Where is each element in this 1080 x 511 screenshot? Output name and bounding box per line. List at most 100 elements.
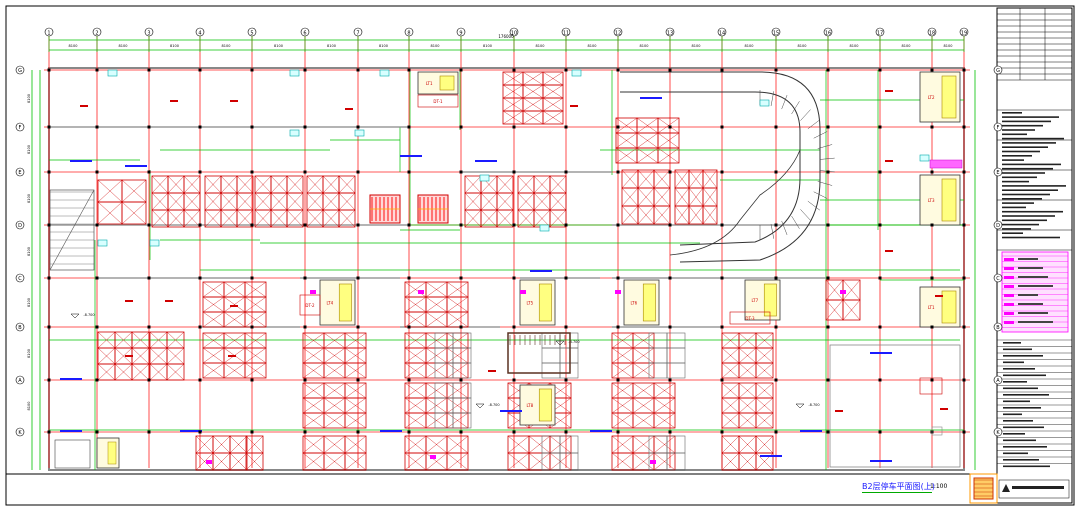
column-marker bbox=[930, 223, 934, 227]
stall-diagonal bbox=[149, 331, 168, 349]
column-marker bbox=[962, 170, 966, 174]
stall-diagonal bbox=[404, 412, 427, 429]
drawing-title-underline bbox=[862, 492, 932, 493]
stall-diagonal bbox=[446, 332, 469, 349]
grid-bubble-right bbox=[993, 122, 1003, 132]
column-marker bbox=[878, 325, 882, 329]
parking-stall bbox=[446, 311, 469, 328]
grid-label-right: B bbox=[996, 325, 1000, 331]
column-marker bbox=[826, 223, 830, 227]
column-marker bbox=[774, 325, 778, 329]
column-marker bbox=[147, 378, 151, 382]
column-marker bbox=[878, 378, 882, 382]
stall-diagonal bbox=[688, 205, 704, 225]
grid-label-top: 1 bbox=[47, 31, 50, 37]
room-number-mark bbox=[125, 355, 133, 357]
column-marker bbox=[774, 68, 778, 72]
stall-diagonal bbox=[496, 192, 514, 211]
drawing-scale: 1:100 bbox=[930, 483, 948, 490]
stall-diagonal bbox=[615, 147, 638, 164]
stall-diagonal bbox=[517, 192, 535, 211]
title-block-text-line bbox=[1002, 236, 1060, 239]
parking-stall bbox=[166, 363, 185, 381]
column-marker bbox=[564, 378, 568, 382]
plain-stall bbox=[541, 435, 561, 454]
column-marker bbox=[303, 223, 307, 227]
stall-diagonal bbox=[825, 299, 844, 321]
stall-diagonal bbox=[244, 296, 267, 313]
equipment-room bbox=[417, 94, 459, 108]
column-marker bbox=[250, 223, 254, 227]
grid-label-top: 2 bbox=[95, 31, 98, 37]
grid-label-top: 12 bbox=[615, 31, 621, 37]
column-marker bbox=[826, 276, 830, 280]
stall-diagonal bbox=[653, 397, 676, 414]
column-marker bbox=[720, 276, 724, 280]
column-marker bbox=[774, 170, 778, 174]
core-yellow-fill bbox=[538, 283, 552, 322]
elevation-text: -8.700 bbox=[83, 313, 94, 317]
room-number-mark bbox=[885, 90, 893, 92]
title-block-text-line bbox=[1002, 180, 1029, 183]
title-block-text-line bbox=[1002, 150, 1040, 153]
stall-diagonal bbox=[842, 279, 861, 301]
stall-diagonal bbox=[229, 452, 248, 471]
stall-diagonal bbox=[306, 175, 324, 194]
grid-label-top: 10 bbox=[511, 31, 517, 37]
dimension-text: 8100 bbox=[692, 44, 701, 48]
title-block-text-line bbox=[1002, 198, 1042, 200]
blue-annotation bbox=[760, 455, 782, 457]
stall-diagonal bbox=[323, 397, 346, 414]
title-block-text-line bbox=[1002, 142, 1056, 144]
column-marker bbox=[407, 276, 411, 280]
dimension-text: 8100 bbox=[902, 44, 911, 48]
title-block-lower-text bbox=[1003, 446, 1047, 448]
right-lower-small-box bbox=[931, 426, 943, 436]
column-marker bbox=[930, 68, 934, 72]
magenta-marker bbox=[310, 290, 316, 294]
core-yellow-fill bbox=[941, 75, 957, 119]
core-yellow-fill bbox=[439, 75, 455, 91]
ramp-tread bbox=[781, 94, 788, 110]
legend-text-line bbox=[1018, 285, 1053, 287]
grid-label-top: 14 bbox=[719, 31, 725, 37]
title-block-text-line bbox=[1002, 163, 1061, 166]
stall-diagonal bbox=[721, 397, 740, 414]
stall-diagonal bbox=[542, 71, 564, 86]
core-yellow-fill bbox=[941, 290, 957, 324]
stall-diagonal bbox=[611, 435, 634, 454]
stall-diagonal bbox=[236, 192, 254, 211]
title-block-text-line bbox=[1002, 116, 1059, 118]
column-marker bbox=[147, 276, 151, 280]
dimension-text: 8100 bbox=[798, 44, 807, 48]
stall-diagonal bbox=[166, 331, 185, 349]
core-label: LT4 bbox=[326, 301, 333, 306]
stall-diagonal bbox=[286, 209, 304, 228]
stall-diagonal bbox=[522, 71, 544, 86]
column-marker bbox=[720, 68, 724, 72]
core-yellow-fill bbox=[763, 283, 777, 317]
column-marker bbox=[616, 68, 620, 72]
stall-diagonal bbox=[149, 347, 168, 365]
stall-diagonal bbox=[611, 412, 634, 429]
legend-swatch bbox=[1004, 285, 1014, 288]
grid-label-right: G bbox=[996, 68, 1000, 74]
equipment-room bbox=[729, 311, 771, 325]
stall-diagonal bbox=[270, 209, 288, 228]
stall-diagonal bbox=[286, 175, 304, 194]
company-logo-icon bbox=[1002, 484, 1010, 492]
column-marker bbox=[826, 325, 830, 329]
stall-diagonal bbox=[244, 311, 267, 328]
stall-diagonal bbox=[621, 169, 639, 189]
grid-bubble-left bbox=[15, 167, 25, 177]
elevation-text: -8.700 bbox=[568, 340, 579, 344]
stall-diagonal bbox=[236, 175, 254, 194]
column-marker bbox=[962, 378, 966, 382]
stall-diagonal bbox=[404, 382, 427, 399]
parking-stall bbox=[842, 299, 861, 321]
stall-diagonal bbox=[653, 169, 671, 189]
column-marker bbox=[95, 170, 99, 174]
stall-diagonal bbox=[425, 296, 448, 313]
stall-diagonal bbox=[121, 179, 147, 203]
